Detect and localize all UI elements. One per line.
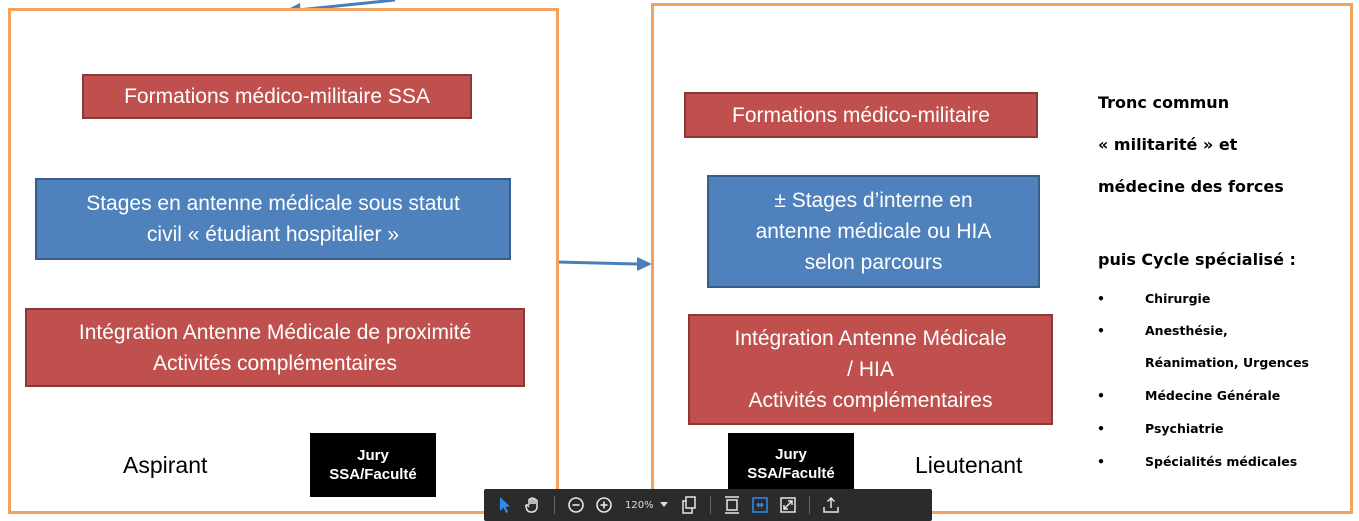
bullet-icon: •: [1097, 421, 1105, 436]
specialty-list: • Chirurgie • Anesthésie, Réanimation, Urg…: [1097, 291, 1357, 486]
list-item: • Anesthésie,: [1097, 323, 1357, 355]
zoom-level-value: 120%: [625, 499, 654, 511]
left-stages-box: Stages en antenne médicale sous statut c…: [35, 178, 511, 260]
specialty-reanimation-urgences: Réanimation, Urgences: [1145, 355, 1309, 370]
connector-arrow-line: [556, 260, 639, 266]
aspirant-label: Aspirant: [123, 452, 208, 478]
list-item-continued: Réanimation, Urgences: [1097, 355, 1357, 388]
bullet-icon: •: [1097, 388, 1105, 403]
right-jury-badge: Jury SSA/Faculté: [728, 433, 854, 495]
hand-pan-icon[interactable]: [522, 494, 544, 516]
curriculum-notes: Tronc commun « militarité » et médecine …: [1098, 92, 1348, 270]
zoom-level-select[interactable]: 120%: [625, 500, 668, 511]
right-integration-box: Intégration Antenne Médicale / HIA Activ…: [688, 314, 1053, 425]
fit-page-icon[interactable]: [721, 494, 743, 516]
toolbar-divider: [808, 496, 810, 514]
list-item: • Psychiatrie: [1097, 421, 1357, 454]
specialty-specialites-medicales: Spécialités médicales: [1145, 454, 1298, 469]
tronc-commun-line: Tronc commun: [1098, 93, 1230, 112]
bullet-icon: •: [1097, 323, 1105, 338]
zoom-out-icon[interactable]: [565, 494, 587, 516]
list-item: • Médecine Générale: [1097, 388, 1357, 421]
fit-width-icon[interactable]: [749, 494, 771, 516]
specialty-anesthesie: Anesthésie,: [1145, 323, 1228, 338]
specialty-psychiatrie: Psychiatrie: [1145, 421, 1224, 436]
zoom-in-icon[interactable]: [593, 494, 615, 516]
lieutenant-label: Lieutenant: [915, 452, 1023, 478]
list-item: • Spécialités médicales: [1097, 454, 1357, 486]
left-formations-box: Formations médico-militaire SSA: [82, 74, 472, 119]
viewer-toolbar: 120%: [484, 489, 932, 521]
bullet-icon: •: [1097, 454, 1105, 469]
right-stages-box: ± Stages d’interne en antenne médicale o…: [707, 175, 1040, 288]
left-integration-box: Intégration Antenne Médicale de proximit…: [25, 308, 525, 387]
toolbar-divider: [554, 496, 555, 514]
left-jury-badge: Jury SSA/Faculté: [310, 433, 436, 497]
right-formations-box: Formations médico-militaire: [684, 92, 1038, 138]
copy-pages-icon[interactable]: [678, 494, 700, 516]
list-item: • Chirurgie: [1097, 291, 1357, 323]
bullet-icon: •: [1097, 291, 1105, 306]
cycle-specialise-title: puis Cycle spécialisé :: [1098, 250, 1296, 269]
select-arrow-icon[interactable]: [494, 494, 516, 516]
connector-arrow-head: [637, 257, 652, 271]
fullscreen-icon[interactable]: [777, 494, 799, 516]
specialty-medecine-generale: Médecine Générale: [1145, 388, 1281, 403]
militarite-line: « militarité » et: [1098, 135, 1238, 154]
medecine-forces-line: médecine des forces: [1098, 177, 1284, 196]
chevron-down-icon: [659, 502, 668, 507]
specialty-chirurgie: Chirurgie: [1145, 291, 1211, 306]
upload-icon[interactable]: [820, 494, 842, 516]
toolbar-divider: [709, 496, 711, 514]
